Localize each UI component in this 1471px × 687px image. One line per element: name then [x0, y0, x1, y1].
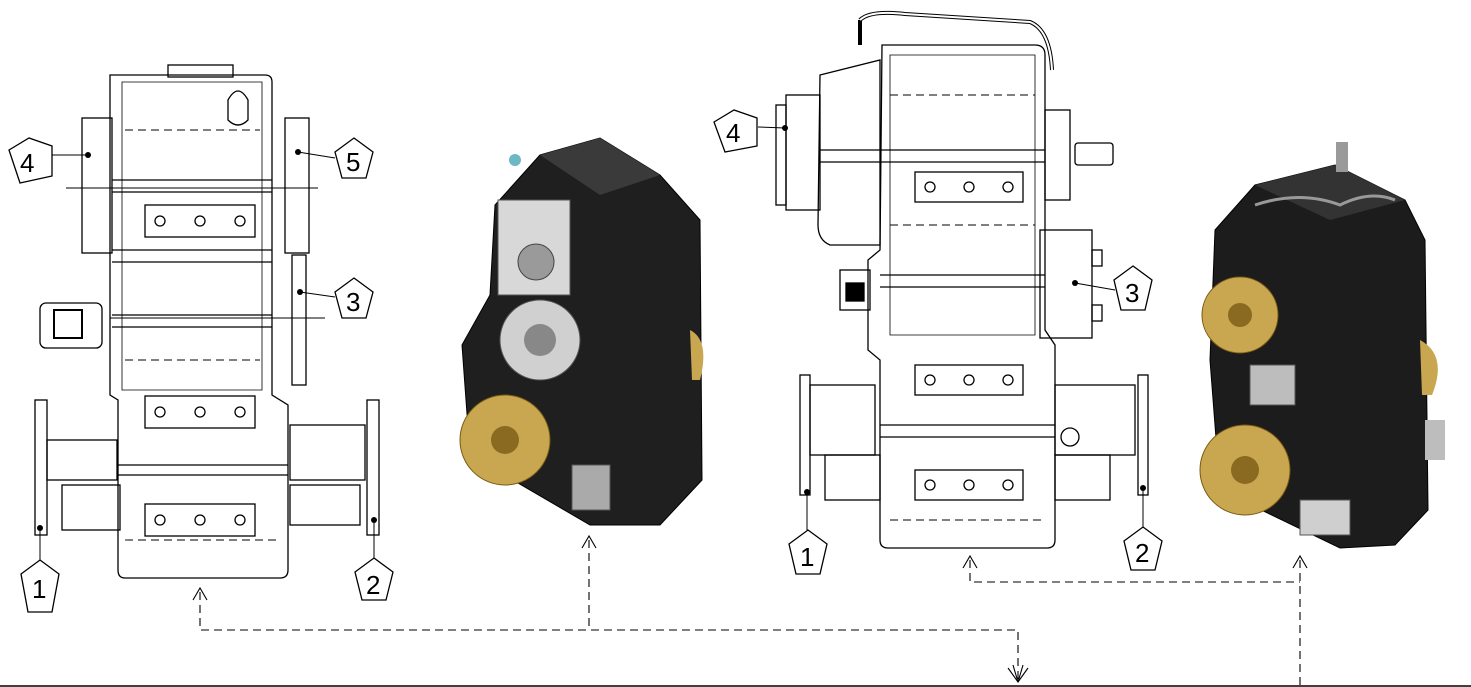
callout-left-4: 4: [8, 137, 53, 184]
callout-right-2: 2: [1123, 526, 1163, 571]
svg-text:1: 1: [32, 574, 46, 604]
gearbox-render-icon: [459, 137, 704, 526]
callout-left-2: 2: [354, 557, 394, 601]
arrowheads: [192, 534, 1308, 683]
dashed-connectors: [199, 540, 1301, 687]
svg-text:1: 1: [800, 542, 814, 572]
left-gearbox-drawing: [34, 64, 380, 579]
svg-text:4: 4: [726, 118, 740, 148]
gearbox-render-icon: [1199, 142, 1445, 549]
callout-right-1: 1: [788, 529, 828, 575]
callout-left-5: 5: [334, 137, 374, 179]
callout-left-1: 1: [20, 559, 60, 613]
callout-right-3: 3: [1113, 265, 1153, 311]
callout-right-4: 4: [713, 109, 758, 153]
callout-left-3: 3: [334, 277, 374, 319]
svg-text:3: 3: [1125, 278, 1139, 308]
left-leader-dots: [37, 149, 377, 531]
svg-text:5: 5: [346, 147, 360, 177]
svg-text:2: 2: [366, 570, 380, 600]
right-gearbox-drawing: [775, 10, 1149, 549]
svg-text:4: 4: [20, 148, 34, 178]
svg-text:3: 3: [346, 287, 360, 317]
svg-text:2: 2: [1135, 538, 1149, 568]
